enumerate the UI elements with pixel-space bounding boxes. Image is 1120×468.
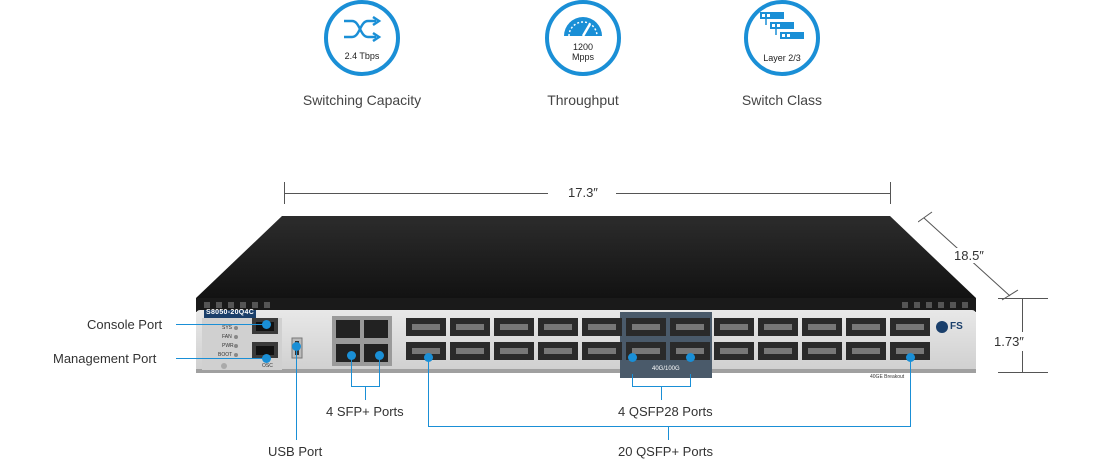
throughput-label: Throughput	[547, 92, 619, 108]
qsfp28-leader-right	[690, 374, 691, 386]
speedometer-icon	[564, 17, 602, 37]
status-led-label-fan: FAN	[222, 334, 232, 340]
sfp-ports-label: 4 SFP+ Ports	[326, 404, 404, 419]
height-dimension-tick-bottom	[998, 372, 1048, 373]
sfp-leader-left	[351, 358, 352, 386]
width-dimension-tick-left	[284, 182, 285, 204]
shuffle-icon	[344, 16, 382, 42]
qsfp28-port-marker-2	[686, 353, 695, 362]
sfp-port-marker-1	[347, 351, 356, 360]
management-port-marker	[262, 354, 271, 363]
management-port-label: Management Port	[53, 351, 157, 366]
switch-class-value: Layer 2/3	[763, 53, 801, 63]
qsfp28-port-marker-1	[628, 353, 637, 362]
device-brand-logo: FS	[950, 321, 963, 332]
depth-dimension-label: 18.5″	[952, 248, 986, 263]
feature-throughput: 1200 Mpps Throughput	[503, 0, 663, 108]
feature-switching-capacity: 2.4 Tbps Switching Capacity	[282, 0, 442, 108]
management-port-label: OSC	[262, 363, 273, 369]
switch-class-label: Switch Class	[741, 92, 823, 108]
console-port-marker	[262, 320, 271, 329]
qsfp-leader-left	[428, 360, 429, 426]
usb-port-marker	[292, 342, 301, 351]
throughput-value-unit: Mpps	[571, 52, 594, 62]
qsfp28-group-label: 40G/100G	[652, 366, 680, 372]
sfp-leader-right	[379, 358, 380, 386]
switching-capacity-badge: 2.4 Tbps	[324, 0, 400, 76]
usb-port-leader	[296, 350, 297, 440]
status-led-label-sys: SYS	[222, 325, 233, 331]
switch-chassis	[196, 216, 976, 378]
management-port-leader	[176, 358, 266, 359]
switching-capacity-value: 2.4 Tbps	[344, 51, 380, 61]
width-dimension-line-left	[284, 193, 548, 194]
width-dimension-line-right	[616, 193, 890, 194]
height-dimension-label: 1.73″	[992, 332, 1026, 351]
qsfp-ports-label: 20 QSFP+ Ports	[618, 444, 714, 459]
sfp-port-marker-2	[375, 351, 384, 360]
usb-port-label: USB Port	[268, 444, 323, 459]
height-dimension-tick-top	[998, 298, 1048, 299]
qsfp28-leader-drop	[661, 386, 662, 400]
qsfp-leader-drop	[668, 426, 669, 440]
width-dimension-tick-right	[890, 182, 891, 204]
qsfp-leader-right	[910, 360, 911, 426]
feature-switch-class: Layer 2/3 Switch Class	[702, 0, 862, 108]
status-led-label-pwr: PWR	[222, 343, 234, 349]
throughput-badge: 1200 Mpps	[545, 0, 621, 76]
switching-capacity-label: Switching Capacity	[302, 92, 422, 108]
server-stack-icon	[760, 12, 804, 39]
throughput-value-number: 1200	[572, 42, 594, 52]
width-dimension-label: 17.3″	[568, 185, 598, 200]
sfp-leader-drop	[365, 386, 366, 400]
qsfp-leader-bottom	[428, 426, 911, 427]
console-port-leader	[176, 324, 266, 325]
qsfp28-ports-label: 4 QSFP28 Ports	[618, 404, 713, 419]
qsfp-port-marker-first	[424, 353, 433, 362]
device-model-label: S8050-20Q4C	[206, 309, 255, 316]
qsfp28-leader-left	[632, 374, 633, 386]
status-led-label-boot: BOOT	[218, 352, 233, 358]
qsfp-port-marker-last	[906, 353, 915, 362]
console-port-label: Console Port	[87, 317, 163, 332]
breakout-label: 40GE Breakout	[870, 374, 905, 380]
switch-class-badge: Layer 2/3	[744, 0, 820, 76]
